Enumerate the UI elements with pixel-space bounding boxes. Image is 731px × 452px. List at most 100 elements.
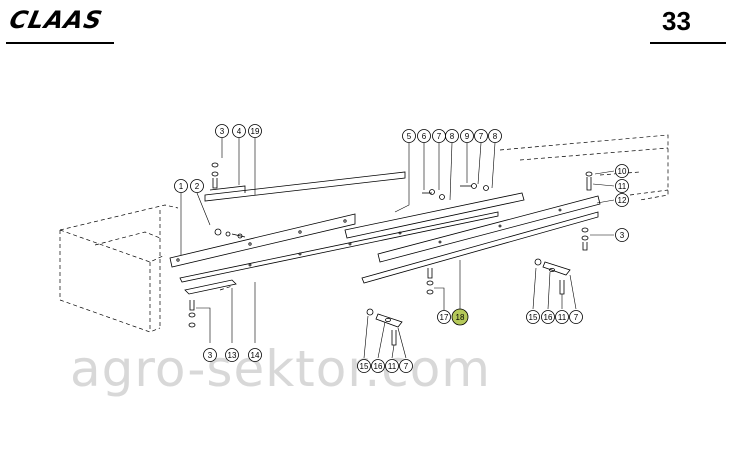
plate-13 (184, 279, 237, 295)
hardware-top-left (211, 162, 219, 189)
callout-circle (215, 124, 229, 138)
callout-circle (232, 124, 246, 138)
callout-c-11a: 11 (615, 179, 629, 193)
callout-label: 8 (450, 132, 455, 141)
callout-c-8b: 8 (488, 129, 502, 143)
callout-label: 7 (404, 362, 409, 371)
callout-circle (555, 310, 569, 324)
callout-c-7d: 7 (399, 359, 413, 373)
callout-circle (488, 129, 502, 143)
callout-circle (451, 308, 469, 326)
rail-1 (169, 213, 356, 268)
callout-circle (569, 310, 583, 324)
header-rule-right (650, 42, 726, 44)
callout-c-5: 5 (402, 129, 416, 143)
callout-circle (541, 310, 555, 324)
hardware-15-16-right (534, 258, 571, 295)
callout-circle (526, 310, 540, 324)
page-number: 33 (662, 6, 691, 36)
callout-c-11c: 11 (385, 359, 399, 373)
callout-label: 14 (251, 351, 260, 360)
rail-19 (204, 171, 406, 202)
callout-circle (174, 179, 188, 193)
callout-circle (474, 129, 488, 143)
callout-c-19: 19 (248, 124, 262, 138)
callout-label: 16 (374, 362, 383, 371)
callout-label: 9 (465, 132, 470, 141)
callout-label: 3 (620, 231, 625, 240)
callout-label: 12 (618, 196, 627, 205)
callout-c-15a: 15 (526, 310, 540, 324)
callout-label: 8 (493, 132, 498, 141)
callout-c-3-top: 3 (215, 124, 229, 138)
callout-circle (399, 359, 413, 373)
callout-label: 19 (251, 127, 260, 136)
callout-c-4: 4 (232, 124, 246, 138)
callout-label: 1 (179, 182, 184, 191)
callout-c-14: 14 (248, 348, 262, 362)
machine-outline-left (59, 204, 233, 333)
callout-c-3-right: 3 (615, 228, 629, 242)
callout-c-10: 10 (615, 164, 629, 178)
rail-5 (344, 192, 525, 239)
hardware-3-bottom (188, 300, 196, 328)
callout-label: 11 (618, 182, 627, 191)
hardware-2 (214, 228, 246, 239)
callout-circle (417, 129, 431, 143)
callout-label: 15 (360, 362, 369, 371)
callout-label: 11 (388, 362, 397, 371)
rail-12 (377, 195, 601, 263)
callout-c-1: 1 (174, 179, 188, 193)
callout-circle (402, 129, 416, 143)
callout-c-16b: 16 (371, 359, 385, 373)
callout-label: 5 (407, 132, 412, 141)
callout-c-18: 18 (451, 308, 469, 326)
callout-c-15b: 15 (357, 359, 371, 373)
hardware-10-11 (585, 171, 593, 191)
callout-label: 13 (228, 351, 237, 360)
callout-circle (445, 129, 459, 143)
callout-circle (460, 129, 474, 143)
callout-label: 6 (422, 132, 427, 141)
callout-circle (615, 228, 629, 242)
callout-label: 4 (237, 127, 242, 136)
callout-label: 7 (437, 132, 442, 141)
callout-circle (615, 179, 629, 193)
callout-label: 16 (544, 313, 553, 322)
callout-c-6: 6 (417, 129, 431, 143)
callout-c-16a: 16 (541, 310, 555, 324)
hardware-15-16-left (366, 308, 403, 346)
callout-label: 17 (440, 313, 449, 322)
callout-c-17: 17 (437, 310, 451, 324)
callout-label: 7 (574, 313, 579, 322)
hardware-6-9 (422, 183, 489, 200)
callout-c-8a: 8 (445, 129, 459, 143)
callout-label: 3 (220, 127, 225, 136)
callout-circle (248, 348, 262, 362)
callout-label: 7 (479, 132, 484, 141)
callout-circle (385, 359, 399, 373)
callout-c-3-bottom: 3 (203, 348, 217, 362)
callout-c-7a: 7 (432, 129, 446, 143)
callout-c-9: 9 (460, 129, 474, 143)
machine-outline-right (499, 134, 669, 201)
callout-circle (190, 179, 204, 193)
callout-label: 18 (456, 313, 465, 322)
rail-14 (179, 211, 499, 283)
callout-circle (437, 310, 451, 324)
rail-18 (361, 211, 599, 284)
callout-c-13: 13 (225, 348, 239, 362)
callout-c-11b: 11 (555, 310, 569, 324)
callout-c-2: 2 (190, 179, 204, 193)
callout-c-7c: 7 (569, 310, 583, 324)
callout-label: 2 (195, 182, 200, 191)
header-rule-left (6, 42, 114, 44)
hardware-17 (426, 268, 434, 295)
callout-label: 11 (558, 313, 567, 322)
callout-c-7b: 7 (474, 129, 488, 143)
watermark: agro-sektor.com (70, 340, 492, 398)
callout-label: 15 (529, 313, 538, 322)
